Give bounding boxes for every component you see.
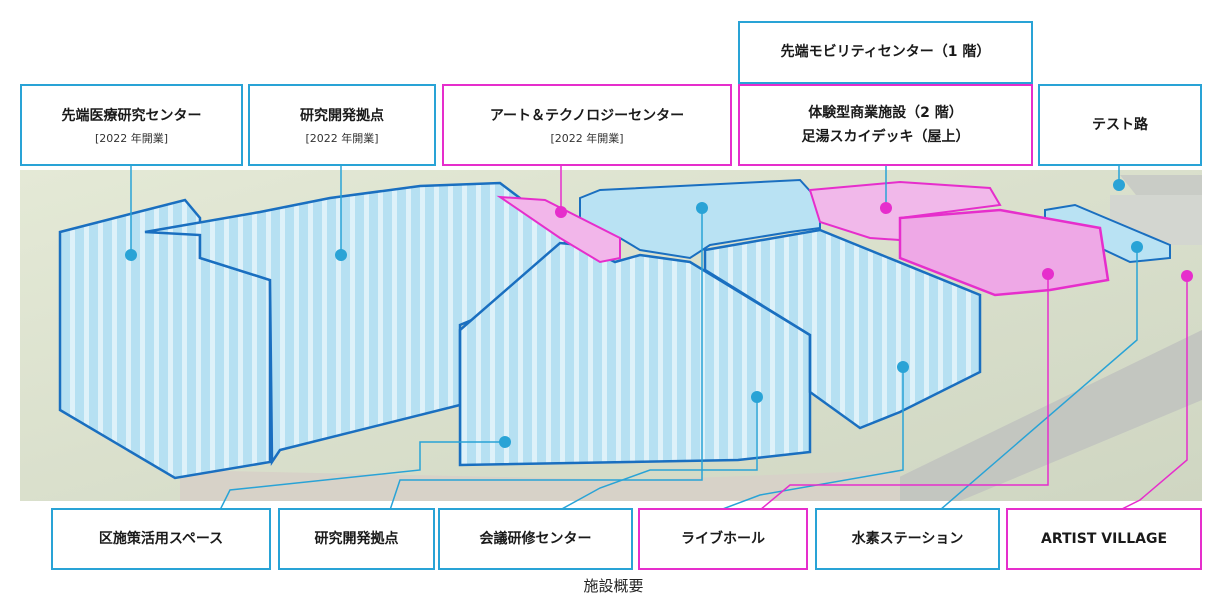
label-sub: 足湯スカイデッキ（屋上） [801,129,970,145]
label-live-hall: ライブホール [638,508,808,570]
label-art-tech: アート＆テクノロジーセンター [2022 年開業] [442,84,732,166]
label-commercial: 体験型商業施設（2 階） 足湯スカイデッキ（屋上） [738,84,1033,166]
label-title: 体験型商業施設（2 階） [808,104,963,121]
label-title: 先端医療研究センター [61,107,202,124]
plaza [180,470,900,501]
marker-dots [125,179,1193,448]
label-title: 先端モビリティセンター（1 階） [780,44,991,61]
label-mobility: 先端モビリティセンター（1 階） [738,21,1033,84]
figure-caption: 施設概要 [583,577,644,595]
label-title: テスト路 [1092,116,1148,133]
label-ward-space: 区施策活用スペース [51,508,271,570]
label-advanced-medical: 先端医療研究センター [2022 年開業] [20,84,243,166]
label-sub: [2022 年開業] [305,132,379,146]
live-hall-building [898,208,1110,297]
label-artist-village: ARTIST VILLAGE [1006,508,1202,570]
label-title: ARTIST VILLAGE [1040,530,1168,547]
label-sub: [2022 年開業] [94,132,169,146]
label-conference: 会議研修センター [438,508,633,570]
label-test-road: テスト路 [1038,84,1202,166]
label-title: 研究開発拠点 [314,530,399,547]
label-rd-base-top: 研究開発拠点 [2022 年開業] [248,84,436,166]
leader-lines-pink [560,166,1188,511]
label-title: アート＆テクノロジーセンター [489,107,685,124]
leader-lines-blue [130,166,1138,511]
label-title: 区施策活用スペース [98,530,224,547]
rd-base-right-building [703,228,982,430]
art-tech-building [496,195,621,264]
road [850,330,1202,501]
label-sub: [2022 年開業] [550,132,624,146]
label-title: ライブホール [681,530,765,547]
label-rd-base-bottom: 研究開発拠点 [278,508,435,570]
label-title: 会議研修センター [479,530,592,547]
label-title: 水素ステーション [851,530,964,547]
label-hydrogen: 水素ステーション [815,508,1000,570]
label-title: 研究開発拠点 [300,107,384,124]
